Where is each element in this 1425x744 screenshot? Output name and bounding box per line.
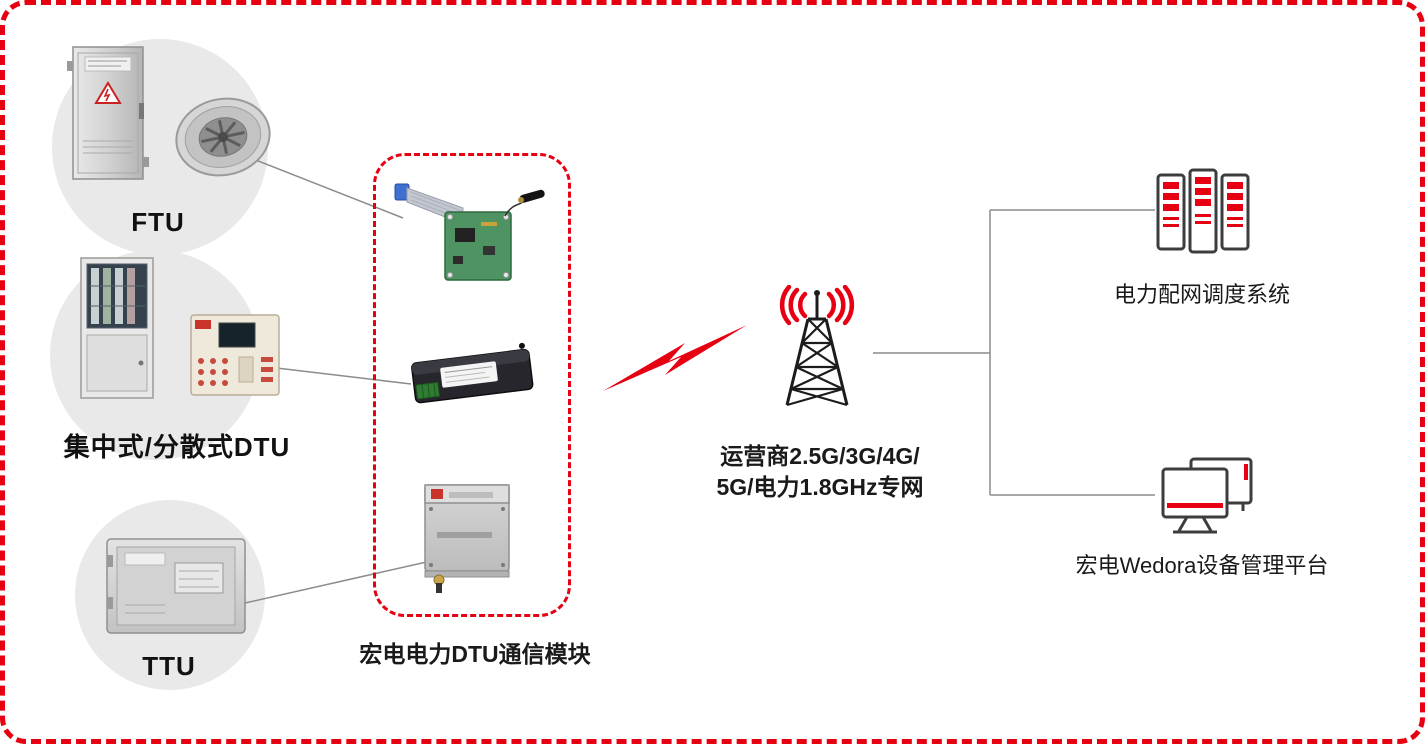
dtu-module-dashed-box (373, 153, 571, 617)
server-rack-icon (1156, 168, 1250, 254)
pcb-module-icon (394, 183, 545, 281)
rtu-module-icon (424, 484, 510, 593)
network-label-line2: 5G/电力1.8GHz专网 (716, 474, 924, 500)
connector-lines (242, 154, 1155, 604)
lightning-icon (603, 325, 747, 391)
wedora-platform-label: 宏电Wedora设备管理平台 (1075, 553, 1329, 578)
network-label-line1: 运营商2.5G/3G/4G/ (720, 443, 920, 469)
network-label: 运营商2.5G/3G/4G/ 5G/电力1.8GHz专网 (716, 441, 923, 503)
module-box-label: 宏电电力DTU通信模块 (359, 641, 591, 667)
ftu-fan-icon (175, 97, 271, 177)
ftu-cabinet-icon (67, 46, 149, 180)
ftu-label: FTU (131, 207, 185, 237)
dtu-modem-icon (411, 342, 534, 404)
dispatch-system-label: 电力配网调度系统 (1113, 282, 1291, 307)
ttu-label: TTU (142, 651, 196, 681)
monitor-icon (1161, 457, 1253, 534)
cell-tower-icon (779, 285, 855, 407)
dtu-cabinet-icon (80, 257, 154, 399)
dtu-label: 集中式/分散式DTU (63, 432, 291, 462)
ttu-box-icon (106, 538, 246, 634)
dtu-controller-icon (190, 314, 280, 396)
